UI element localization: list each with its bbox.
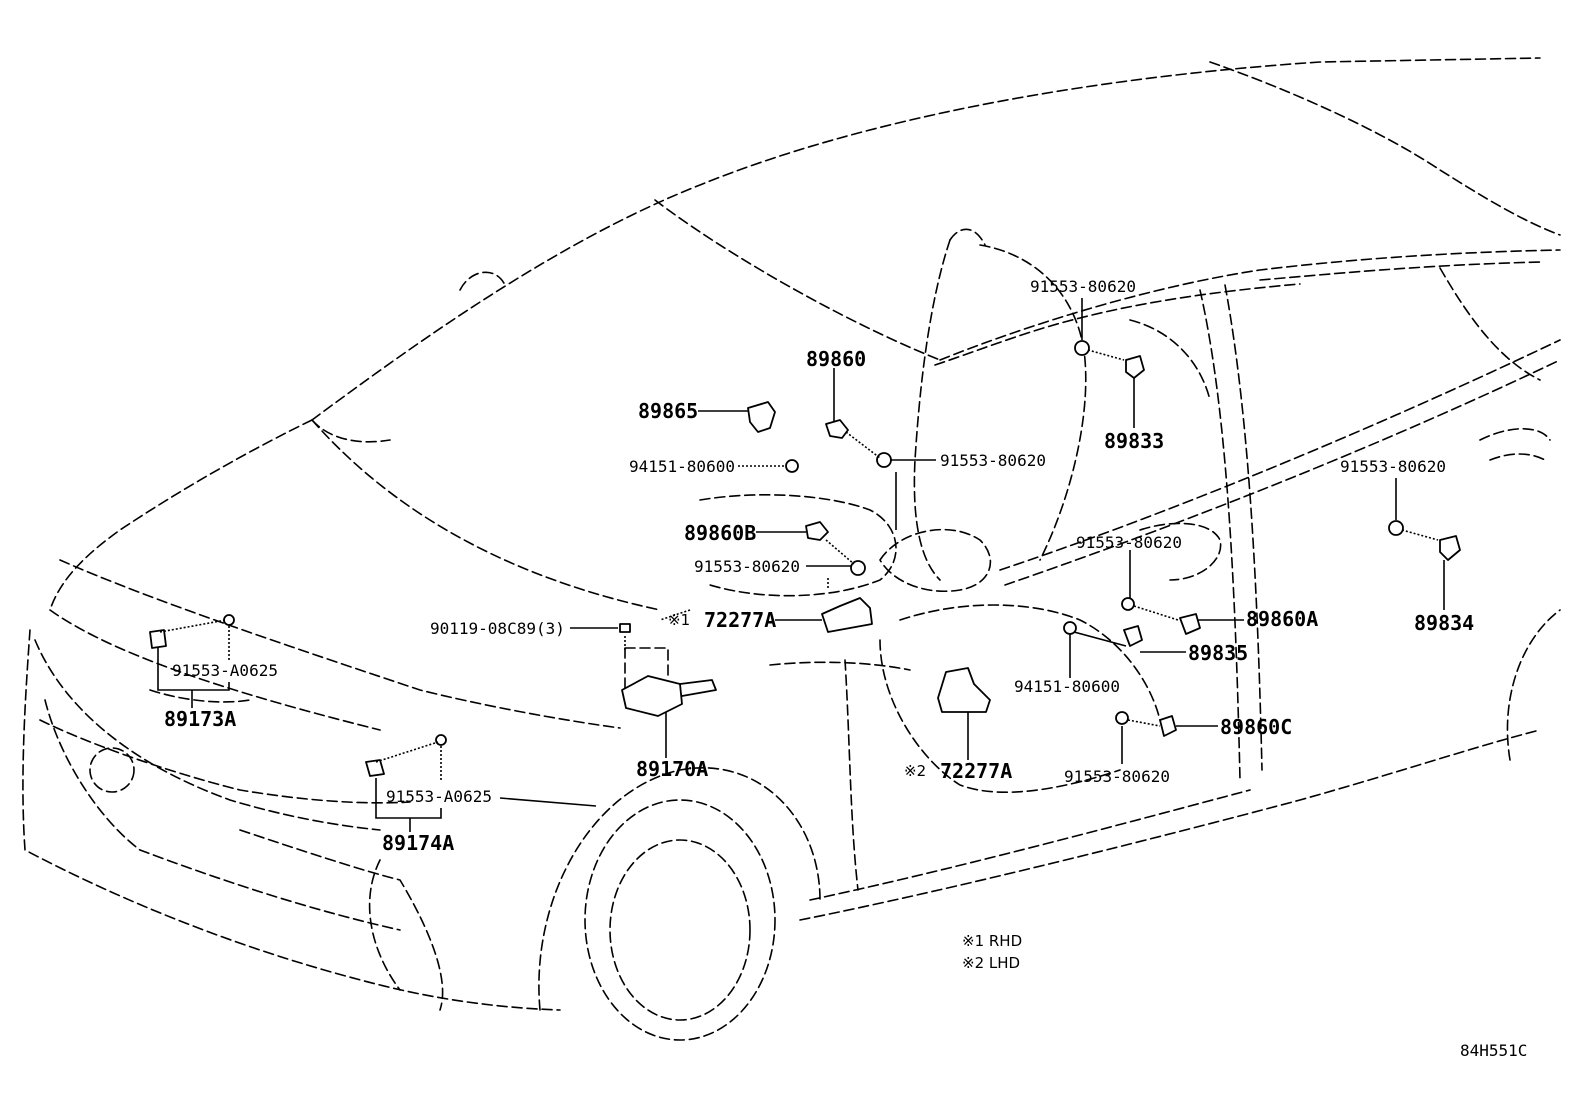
bracket-72277A-icon xyxy=(821,597,873,633)
vehicle-outline xyxy=(22,57,1561,1041)
sensor-89860C-icon xyxy=(1159,715,1177,737)
bolt-91553-icon xyxy=(1115,711,1129,725)
bolt-91553-A0625-icon xyxy=(223,614,235,626)
bolt-91553-A0625-icon xyxy=(435,734,447,746)
bolt-91553-icon xyxy=(1121,597,1135,611)
bolt-91553-icon xyxy=(850,560,866,576)
sensor-89173A-icon xyxy=(149,629,167,649)
label-89860: 89860 xyxy=(806,347,866,371)
label-91553-80620: 91553-80620 xyxy=(940,451,1046,470)
label-89173A: 89173A xyxy=(164,707,236,731)
bracket-72277A-icon xyxy=(937,667,991,713)
label-89174A: 89174A xyxy=(382,831,454,855)
label-89865: 89865 xyxy=(638,399,698,423)
bolt-91553-icon xyxy=(1074,340,1090,356)
label-89834: 89834 xyxy=(1414,611,1474,635)
label-91553-A0625: 91553-A0625 xyxy=(172,661,278,680)
label-89835: 89835 xyxy=(1188,641,1248,665)
label-91553-80620: 91553-80620 xyxy=(1030,277,1136,296)
legend-lhd: ※2 LHD xyxy=(962,954,1020,972)
sensor-89860-icon xyxy=(825,419,849,439)
parts xyxy=(149,340,1461,777)
bolt-91553-icon xyxy=(1388,520,1404,536)
diagram-code: 84H551C xyxy=(1460,1041,1527,1060)
sensor-89174A-icon xyxy=(365,759,385,777)
airbag-module-89170A-icon xyxy=(621,675,683,717)
part-labels: 89860 89865 94151-80600 91553-80620 8983… xyxy=(164,277,1474,855)
mark-lhd: ※2 xyxy=(904,762,926,780)
legend-rhd: ※1 RHD xyxy=(962,932,1022,950)
label-89170A: 89170A xyxy=(636,757,708,781)
mark-rhd: ※1 xyxy=(668,611,690,629)
label-91553-80620: 91553-80620 xyxy=(694,557,800,576)
label-72277A: 72277A xyxy=(940,759,1012,783)
leader-lines xyxy=(157,298,1445,832)
sensor-89834-icon xyxy=(1439,535,1461,561)
label-91553-80620: 91553-80620 xyxy=(1064,767,1170,786)
legend: ※1 RHD ※2 LHD xyxy=(962,932,1022,972)
label-91553-A0625: 91553-A0625 xyxy=(386,787,492,806)
sensor-89860A-icon xyxy=(1179,613,1201,635)
bolt-91553-icon xyxy=(876,452,892,468)
label-94151-80600: 94151-80600 xyxy=(629,457,735,476)
sensor-89835-icon xyxy=(1123,625,1143,647)
sensor-89860B-icon xyxy=(805,521,829,541)
label-89860A: 89860A xyxy=(1246,607,1318,631)
label-91553-80620: 91553-80620 xyxy=(1076,533,1182,552)
screw-90119-icon xyxy=(619,623,631,633)
label-94151-80600: 94151-80600 xyxy=(1014,677,1120,696)
label-90119-08C89: 90119-08C89(3) xyxy=(430,619,565,638)
label-72277A: 72277A xyxy=(704,608,776,632)
sensor-89833-icon xyxy=(1125,355,1145,379)
label-89860C: 89860C xyxy=(1220,715,1292,739)
sensor-89865-icon xyxy=(747,401,776,433)
label-89860B: 89860B xyxy=(684,521,756,545)
label-91553-80620: 91553-80620 xyxy=(1340,457,1446,476)
label-89833: 89833 xyxy=(1104,429,1164,453)
nut-94151-icon xyxy=(785,459,799,473)
